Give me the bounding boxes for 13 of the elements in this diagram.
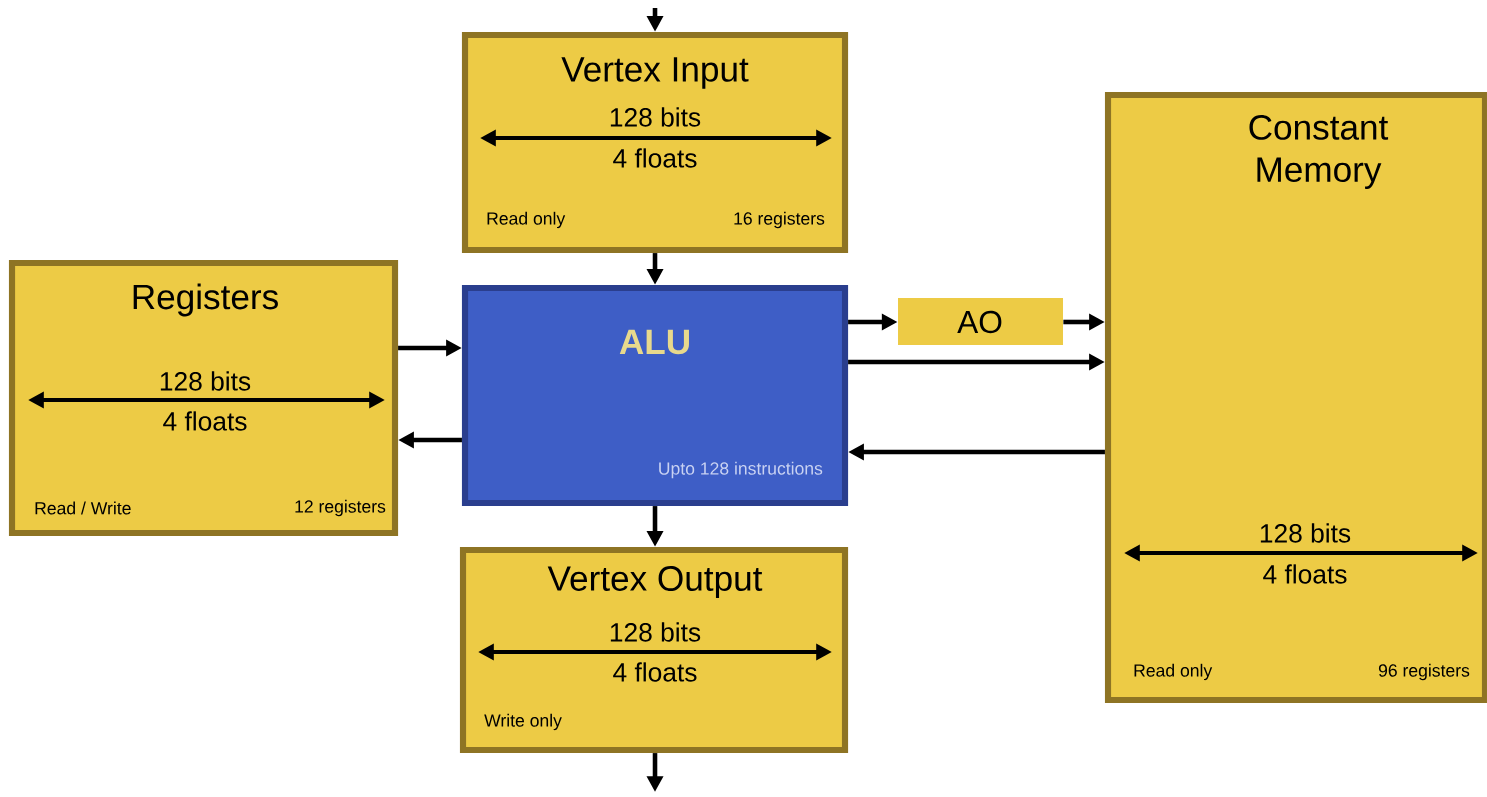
access-label: Read / Write <box>35 501 131 515</box>
float-count-label: 4 floats <box>613 148 697 168</box>
register-count-label: 16 registers <box>734 211 825 229</box>
access-label: Write only <box>484 713 562 731</box>
bit-width-label: 128 bits <box>610 107 701 127</box>
register-box: AO <box>898 298 1063 345</box>
bit-width-label: 128 bits <box>610 622 701 642</box>
instruction-limit-label: Upto 128 instructions <box>659 461 823 479</box>
access-label: Read only <box>487 211 566 229</box>
bit-width-label: 128 bits <box>160 371 251 391</box>
float-count-label: 4 floats <box>613 662 697 682</box>
register-count-label: 12 registers <box>295 499 386 517</box>
float-count-label: 4 floats <box>163 411 247 431</box>
